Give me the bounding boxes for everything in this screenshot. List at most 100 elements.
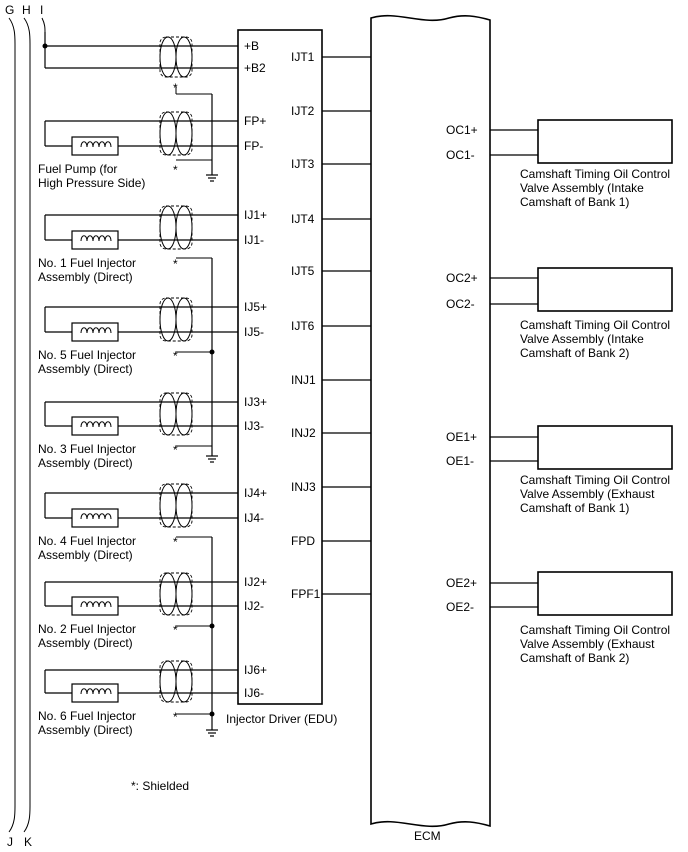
valve-name-line3: Camshaft of Bank 1) [520, 195, 629, 209]
shielded-note: *: Shielded [131, 779, 189, 793]
valve-name-line3: Camshaft of Bank 1) [520, 501, 629, 515]
valve-box [537, 571, 673, 616]
edge-label-j: J [7, 835, 13, 849]
valve-name-line2: Valve Assembly (Intake [520, 181, 644, 195]
edu-input-label: IJ5+ [244, 300, 267, 314]
ground-symbol [206, 455, 218, 463]
valve-name-line1: Camshaft Timing Oil Control [520, 623, 670, 637]
shield-asterisk: * [173, 443, 178, 457]
ground-symbol [206, 174, 218, 182]
shield-symbol [159, 297, 193, 342]
shield-loop [159, 392, 177, 436]
ecm-right-pin-label: OC2+ [446, 271, 478, 285]
ecm-title: ECM [414, 829, 441, 843]
coil-body [71, 322, 119, 342]
coil-winding [80, 141, 112, 148]
edu-output-label: INJ3 [291, 480, 316, 494]
shield-loop [175, 660, 193, 703]
coil-icon [71, 136, 119, 156]
coil-icon [71, 230, 119, 250]
junction-dot [209, 349, 215, 355]
shield-loop [159, 483, 177, 528]
shield-loop [175, 36, 193, 78]
coil-icon [71, 596, 119, 616]
shield-asterisk: * [173, 623, 178, 637]
edu-input-label: IJ2+ [244, 575, 267, 589]
shield-loop [175, 483, 193, 528]
coil-body [71, 683, 119, 703]
shield-asterisk: * [173, 349, 178, 363]
shield-loop [175, 392, 193, 436]
edu-input-label: IJ2- [244, 599, 264, 613]
shield-asterisk: * [173, 163, 178, 177]
shield-sleeve [159, 205, 193, 250]
edu-input-label: FP- [244, 139, 263, 153]
shield-sleeve [159, 111, 193, 156]
coil-icon [71, 416, 119, 436]
edu-output-label: INJ1 [291, 373, 316, 387]
shield-asterisk: * [173, 535, 178, 549]
shield-asterisk: * [173, 257, 178, 271]
edu-input-pins: +B+B2FP+FP-IJ1+IJ1-IJ5+IJ5-IJ3+IJ3-IJ4+I… [244, 39, 267, 700]
load-name-line1: No. 6 Fuel Injector [38, 709, 136, 723]
valve-box [537, 267, 673, 312]
valve-box [537, 119, 673, 164]
ecm-right-pin-label: OC2- [446, 297, 475, 311]
edu-output-label: IJT6 [291, 319, 315, 333]
edu-output-label: IJT2 [291, 104, 315, 118]
ecm-right-pin-label: OE2- [446, 600, 474, 614]
shield-loop [175, 111, 193, 156]
junction-dot [209, 711, 215, 717]
shield-symbol [159, 392, 193, 436]
edu-output-label: IJT1 [291, 50, 315, 64]
edu-output-label: FPF1 [291, 587, 321, 601]
shield-symbol [159, 205, 193, 250]
load-name-line2: Assembly (Direct) [38, 270, 133, 284]
edu-input-label: IJ6+ [244, 663, 267, 677]
load-name-line2: Assembly (Direct) [38, 548, 133, 562]
ecm-box [370, 14, 491, 828]
ecm-right-pins: OC1+OC1-OC2+OC2-OE1+OE1-OE2+OE2- [446, 123, 538, 614]
edge-label-i: I [40, 3, 43, 17]
edge-bracket-i [41, 17, 46, 33]
edu-input-label: IJ5- [244, 325, 264, 339]
ecm-right-pin-label: OC1+ [446, 123, 478, 137]
shield-loop [175, 572, 193, 616]
edu-input-label: IJ3- [244, 419, 264, 433]
shield-sleeve [159, 483, 193, 528]
edu-output-label: INJ2 [291, 426, 316, 440]
coil-winding [80, 688, 112, 695]
edu-input-label: IJ3+ [244, 395, 267, 409]
load-name-line2: High Pressure Side) [38, 176, 145, 190]
shield-sleeve [159, 392, 193, 436]
edu-input-label: IJ4+ [244, 486, 267, 500]
load-name-line2: Assembly (Direct) [38, 723, 133, 737]
shield-sleeve [159, 297, 193, 342]
edu-box [237, 29, 323, 705]
shield-symbol [159, 36, 193, 78]
load-name-line1: No. 4 Fuel Injector [38, 534, 136, 548]
ecm-right-pin-label: OE2+ [446, 576, 477, 590]
edu-input-label: IJ1+ [244, 208, 267, 222]
edge-label-h: H [22, 3, 31, 17]
coil-winding [80, 235, 112, 242]
valve-name-line2: Valve Assembly (Exhaust [520, 637, 655, 651]
coil-body [71, 136, 119, 156]
shield-loop [159, 205, 177, 250]
edu-input-label: IJ4- [244, 511, 264, 525]
load-name-line1: No. 5 Fuel Injector [38, 348, 136, 362]
edge-label-g: G [5, 3, 14, 17]
coil-body [71, 508, 119, 528]
shield-loop [159, 36, 177, 78]
coil-icon [71, 322, 119, 342]
